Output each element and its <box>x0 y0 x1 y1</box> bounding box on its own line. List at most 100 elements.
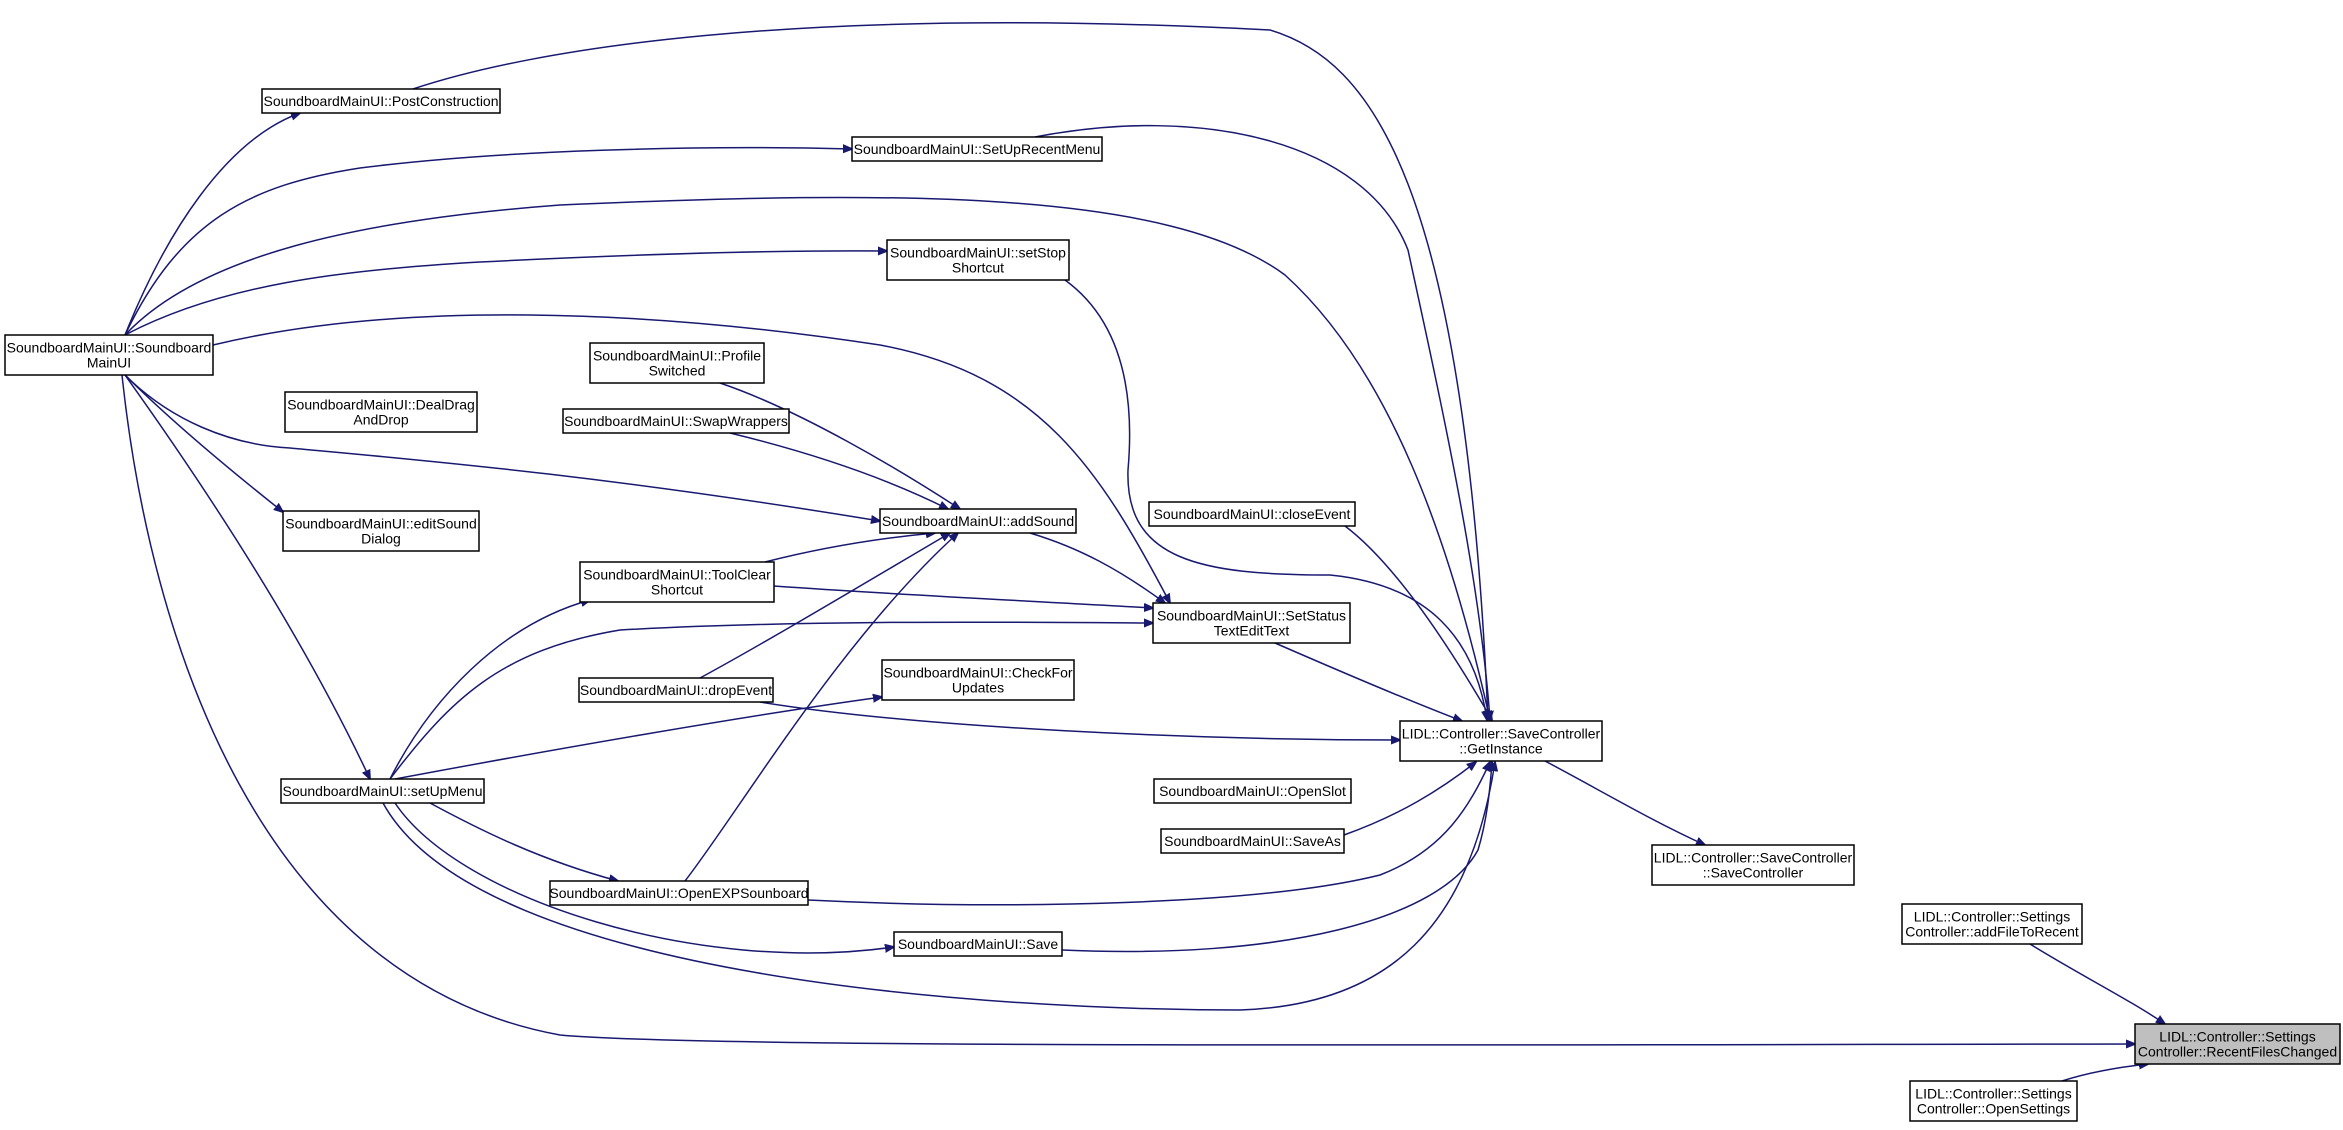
edge-25 <box>124 374 370 779</box>
node-label: SoundboardMainUI::SwapWrappers <box>564 413 788 429</box>
node-box <box>4 334 214 376</box>
graph-node[interactable]: SoundboardMainUI::SetUpRecentMenu <box>851 136 1103 162</box>
edge-31 <box>764 533 935 563</box>
edge-33 <box>699 533 950 679</box>
node-box <box>851 136 1103 162</box>
graph-node[interactable]: SoundboardMainUI::SoundboardMainUI <box>4 334 214 376</box>
node-label: SoundboardMainUI::SetStatus <box>1157 608 1346 624</box>
graph-node[interactable]: LIDL::Controller::SaveController::SaveCo… <box>1651 844 1855 886</box>
graph-node[interactable]: SoundboardMainUI::SwapWrappers <box>562 408 790 434</box>
node-box <box>1651 844 1855 886</box>
node-label: LIDL::Controller::SaveController <box>1402 726 1601 742</box>
graph-node[interactable]: LIDL::Controller::SettingsController::Re… <box>2134 1023 2341 1065</box>
node-label: LIDL::Controller::Settings <box>2159 1029 2315 1045</box>
edge-17 <box>124 148 852 336</box>
edge-13 <box>2029 943 2165 1024</box>
edge-35 <box>1029 532 1165 603</box>
edge-5 <box>759 701 1400 740</box>
node-box <box>2134 1023 2341 1065</box>
edge-18 <box>124 196 1490 720</box>
edge-16 <box>124 113 300 336</box>
edge-14 <box>2061 1064 2148 1082</box>
edge-8 <box>807 762 1490 906</box>
node-label: MainUI <box>87 355 131 371</box>
node-box <box>881 659 1075 701</box>
node-label: SoundboardMainUI::addSound <box>882 513 1074 529</box>
node-label: Switched <box>649 363 706 379</box>
graph-node[interactable]: SoundboardMainUI::PostConstruction <box>261 88 501 114</box>
node-label: SoundboardMainUI::Save <box>898 936 1059 952</box>
edge-2 <box>1064 279 1487 720</box>
edge-3 <box>1344 525 1492 720</box>
edge-32 <box>773 585 1153 608</box>
graph-node[interactable]: LIDL::Controller::SettingsController::Op… <box>1909 1080 2078 1122</box>
node-label: Controller::addFileToRecent <box>1905 924 2079 940</box>
edge-42 <box>394 802 894 954</box>
node-box <box>1160 828 1345 854</box>
node-label: SoundboardMainUI::dropEvent <box>580 682 772 698</box>
node-label: SoundboardMainUI::Profile <box>593 348 761 364</box>
node-box <box>549 880 809 906</box>
edge-4 <box>1274 642 1462 721</box>
node-label: TextEditText <box>1214 623 1290 639</box>
node-label: SoundboardMainUI::DealDrag <box>287 397 475 413</box>
node-box <box>578 677 774 703</box>
node-label: Controller::OpenSettings <box>1917 1101 2070 1117</box>
node-label: Updates <box>952 680 1004 696</box>
edge-38 <box>394 697 882 780</box>
node-box <box>886 239 1070 281</box>
edge-0 <box>412 22 1488 720</box>
node-label: SoundboardMainUI::closeEvent <box>1154 506 1351 522</box>
node-label: SoundboardMainUI::OpenSlot <box>1159 783 1346 799</box>
node-box <box>284 391 478 433</box>
nodes-layer: SoundboardMainUI::PostConstructionSoundb… <box>4 88 2341 1122</box>
node-box <box>1399 720 1603 762</box>
graph-node[interactable]: SoundboardMainUI::Save <box>893 931 1063 957</box>
node-label: SoundboardMainUI::Soundboard <box>7 340 212 356</box>
edge-15 <box>121 374 2135 1045</box>
graph-node[interactable]: LIDL::Controller::SettingsController::ad… <box>1901 903 2083 945</box>
node-label: LIDL::Controller::Settings <box>1914 909 2070 925</box>
edge-24 <box>124 374 880 521</box>
graph-node[interactable]: LIDL::Controller::SaveController::GetIns… <box>1399 720 1603 762</box>
node-label: SoundboardMainUI::SaveAs <box>1164 833 1341 849</box>
graph-node[interactable]: SoundboardMainUI::setUpMenu <box>280 778 485 804</box>
node-box <box>280 778 485 804</box>
edge-43 <box>684 533 958 882</box>
node-label: Shortcut <box>952 260 1004 276</box>
node-label: LIDL::Controller::Settings <box>1915 1086 2071 1102</box>
node-label: SoundboardMainUI::OpenEXPSounboard <box>549 885 808 901</box>
edge-29 <box>729 432 948 509</box>
graph-node[interactable]: SoundboardMainUI::SaveAs <box>1160 828 1345 854</box>
graph-node[interactable]: SoundboardMainUI::OpenSlot <box>1153 778 1352 804</box>
node-box <box>261 88 501 114</box>
node-box <box>282 510 480 552</box>
node-label: ::GetInstance <box>1459 741 1542 757</box>
node-label: SoundboardMainUI::setStop <box>890 245 1066 261</box>
edge-19 <box>124 251 887 336</box>
node-box <box>879 508 1077 534</box>
graph-node[interactable]: SoundboardMainUI::closeEvent <box>1148 501 1356 527</box>
node-box <box>1148 501 1356 527</box>
edge-41 <box>429 802 618 881</box>
node-label: SoundboardMainUI::editSound <box>285 516 476 532</box>
edge-37 <box>389 622 1153 780</box>
edge-20 <box>212 314 1170 603</box>
edge-10 <box>382 762 1495 1011</box>
edge-11 <box>1544 760 1705 845</box>
graph-node[interactable]: SoundboardMainUI::dropEvent <box>578 677 774 703</box>
graph-node[interactable]: SoundboardMainUI::OpenEXPSounboard <box>549 880 809 906</box>
node-box <box>589 342 765 384</box>
node-box <box>1901 903 2083 945</box>
edge-1 <box>1034 124 1490 720</box>
graph-node[interactable]: SoundboardMainUI::addSound <box>879 508 1077 534</box>
node-label: Dialog <box>361 531 401 547</box>
